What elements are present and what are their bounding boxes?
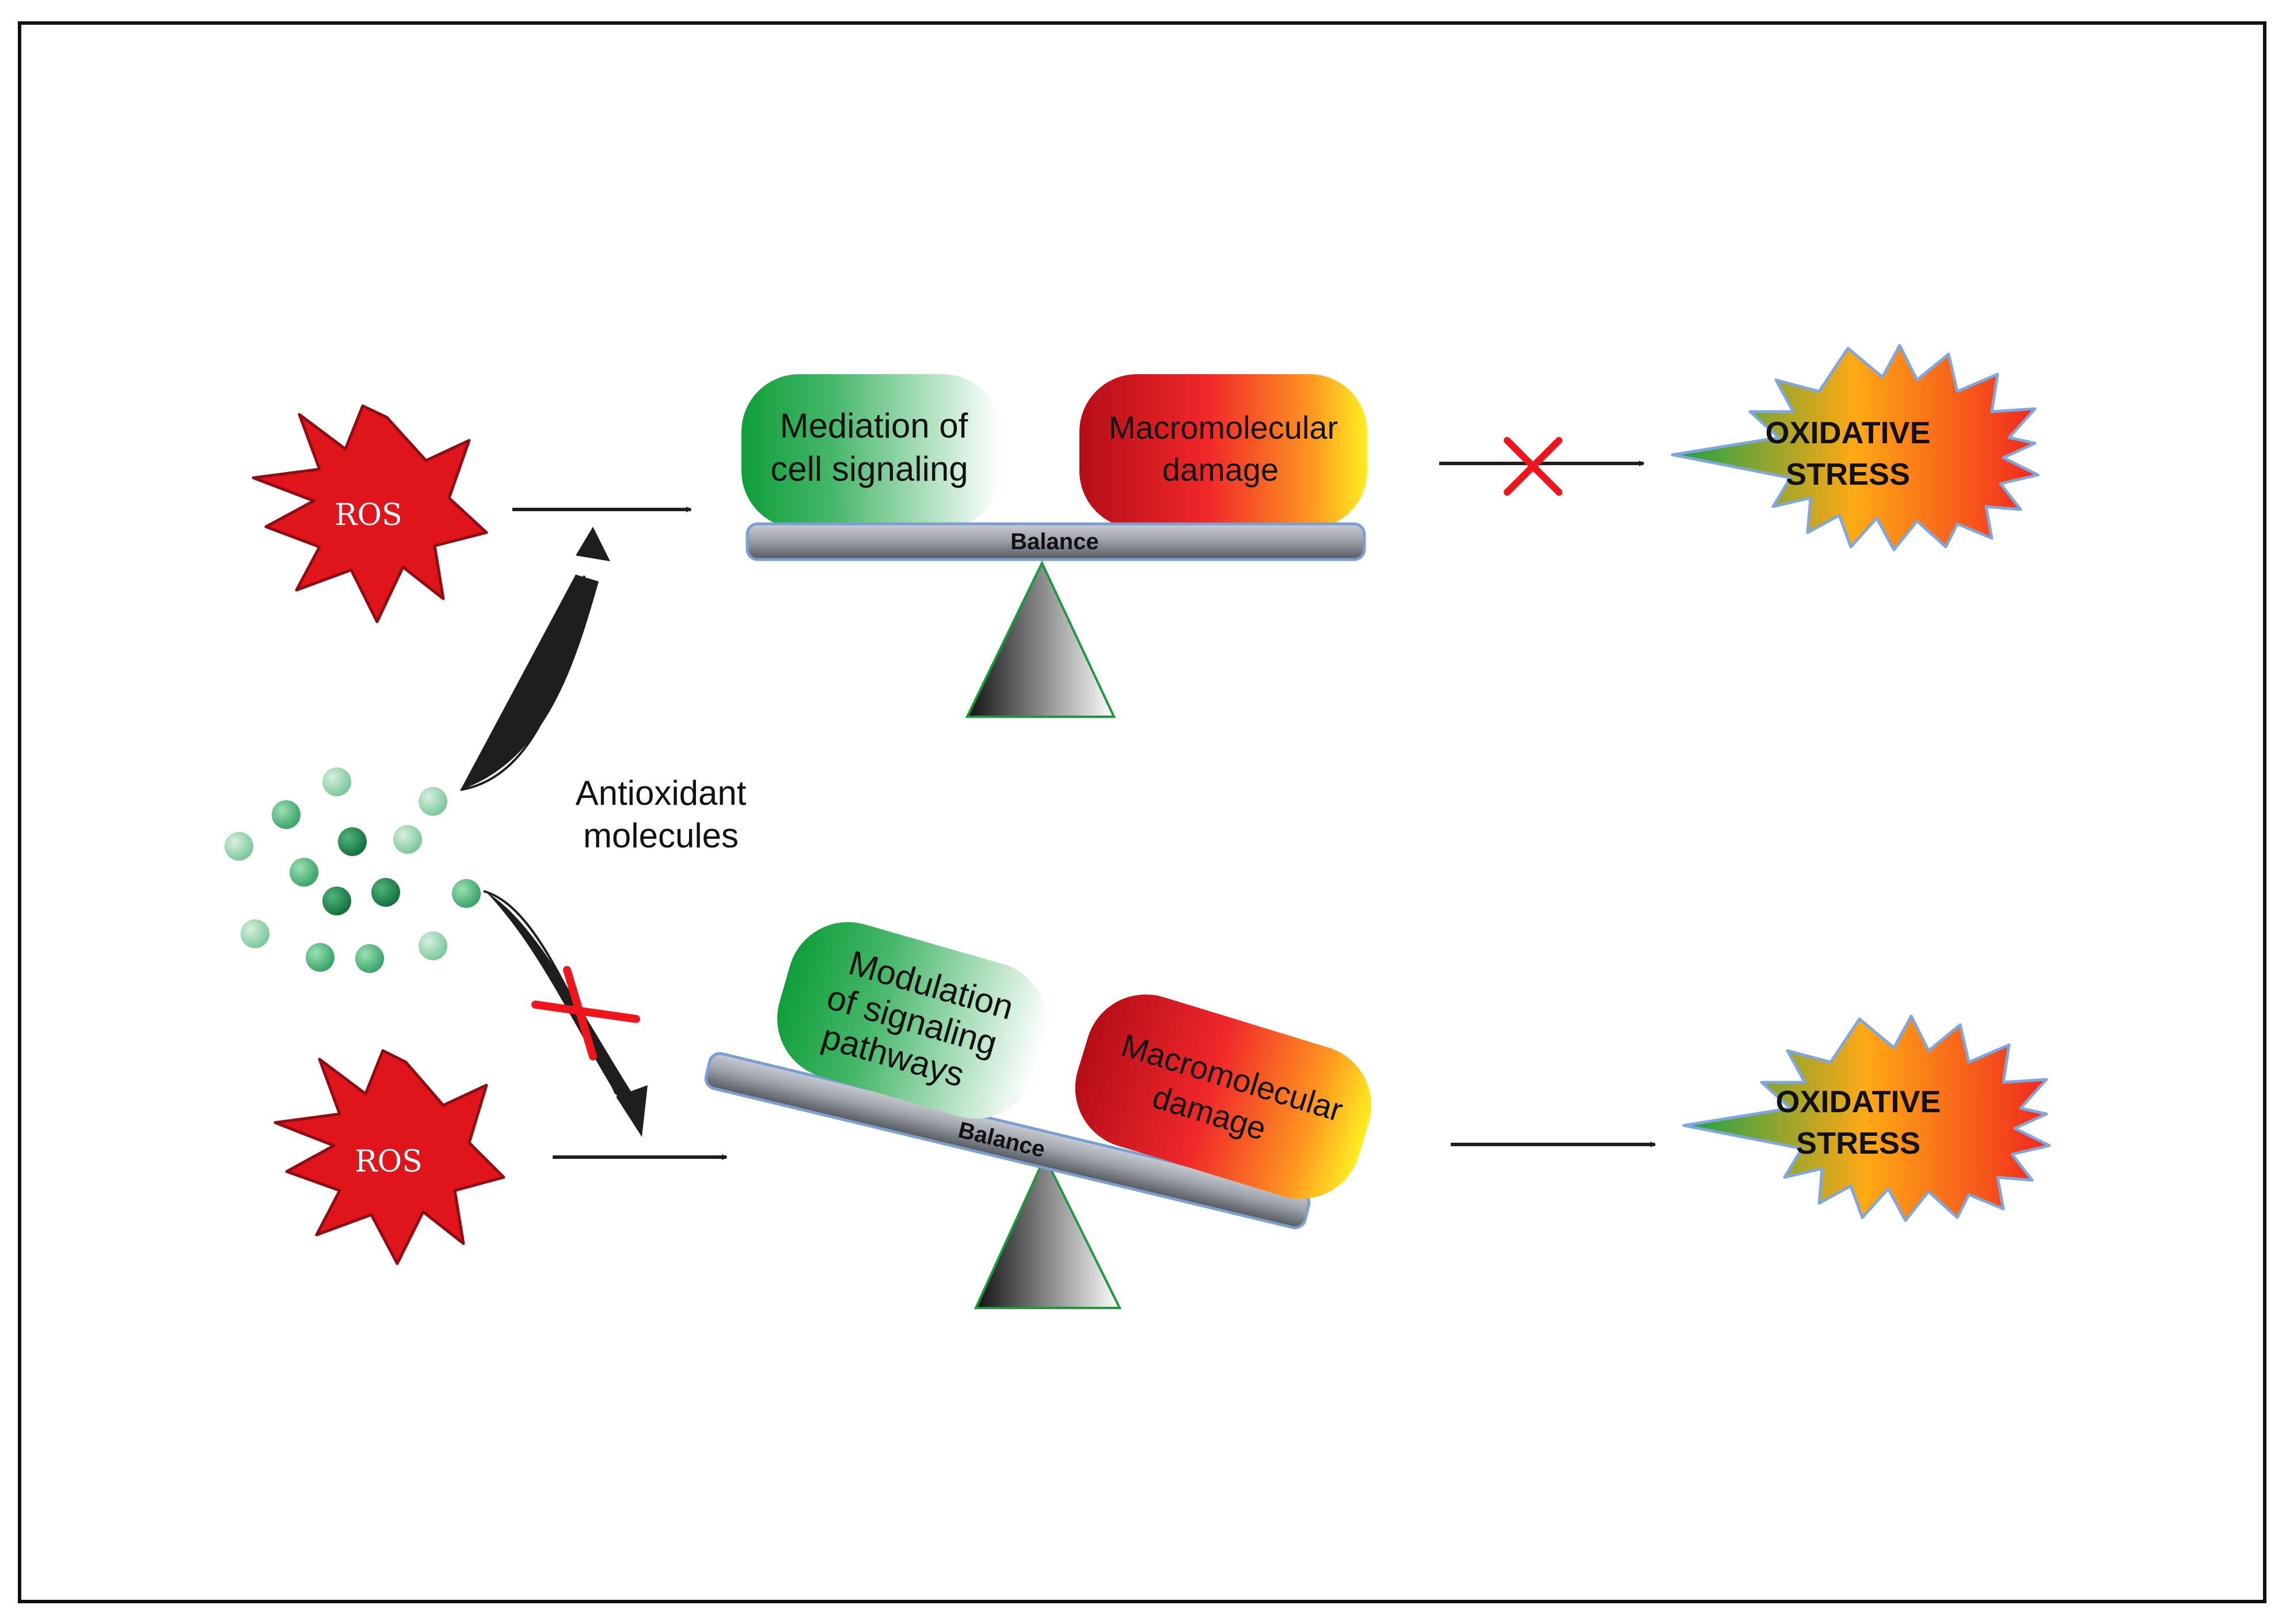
antioxidant-bead: [452, 879, 481, 908]
top-left-pill-line2: cell signaling: [770, 450, 968, 488]
top-fulcrum: [965, 560, 1116, 718]
figure-frame: [18, 21, 2266, 1603]
antioxidant-label-line1: Antioxidant: [576, 774, 747, 812]
antioxidant-bead: [338, 827, 367, 856]
antioxidant-bead: [322, 887, 351, 915]
top-stress-line1: OXIDATIVE: [1765, 416, 1930, 450]
bottom-ros-burst: ROS: [273, 1049, 505, 1265]
bottom-ros-label: ROS: [355, 1144, 422, 1179]
top-stress-starburst-shape: [1671, 344, 2040, 552]
antioxidant-molecule-cluster: [225, 767, 481, 973]
antioxidant-to-bottom-arrow: [483, 890, 648, 1137]
antioxidant-label-line2: molecules: [583, 816, 739, 855]
top-right-pill: [1079, 374, 1367, 528]
bottom-right-pill: [1075, 994, 1372, 1199]
bottom-balance: Balance Modulation of signaling pathways…: [704, 922, 1372, 1309]
antioxidant-bead: [419, 787, 447, 816]
bottom-oxidative-stress-burst: OXIDATIVE STRESS: [1682, 1014, 2051, 1222]
bottom-ros-starburst-shape: [273, 1049, 505, 1265]
bottom-fulcrum: [973, 1154, 1122, 1309]
top-beam: [745, 522, 1366, 561]
bottom-stress-line1: OXIDATIVE: [1775, 1085, 1941, 1119]
antioxidant-bead: [322, 767, 351, 796]
bottom-block-cross-icon: [531, 966, 640, 1060]
top-right-pill-line2: damage: [1162, 451, 1279, 488]
top-left-pill: [741, 374, 1001, 528]
bottom-stress-starburst-shape: [1682, 1014, 2051, 1222]
top-right-pill-line1: Macromolecular: [1109, 409, 1338, 446]
top-balance: Mediation of cell signaling Macromolecul…: [741, 374, 1367, 718]
bottom-beam: [704, 1052, 1311, 1230]
antioxidant-bead: [371, 878, 400, 907]
antioxidant-bead: [306, 943, 334, 972]
top-left-pill-line1: Mediation of: [780, 406, 968, 445]
antioxidant-bead: [419, 931, 447, 960]
top-ros-starburst-shape: [252, 404, 488, 623]
top-oxidative-stress-burst: OXIDATIVE STRESS: [1671, 344, 2040, 552]
antioxidant-bead: [290, 858, 318, 887]
top-beam-label: Balance: [1010, 529, 1098, 554]
top-stress-line2: STRESS: [1786, 457, 1910, 492]
top-ros-label: ROS: [334, 498, 402, 533]
antioxidant-bead: [355, 944, 384, 973]
top-ros-burst: ROS: [252, 404, 488, 623]
antioxidant-to-top-arrow: [460, 527, 610, 791]
bottom-left-pill: [777, 922, 1047, 1119]
bottom-stress-line2: STRESS: [1796, 1126, 1920, 1161]
antioxidant-bead: [272, 800, 301, 829]
antioxidant-bead: [393, 825, 422, 854]
antioxidant-bead: [241, 919, 269, 948]
antioxidant-bead: [225, 832, 253, 861]
top-block-cross-icon: [1504, 437, 1562, 496]
